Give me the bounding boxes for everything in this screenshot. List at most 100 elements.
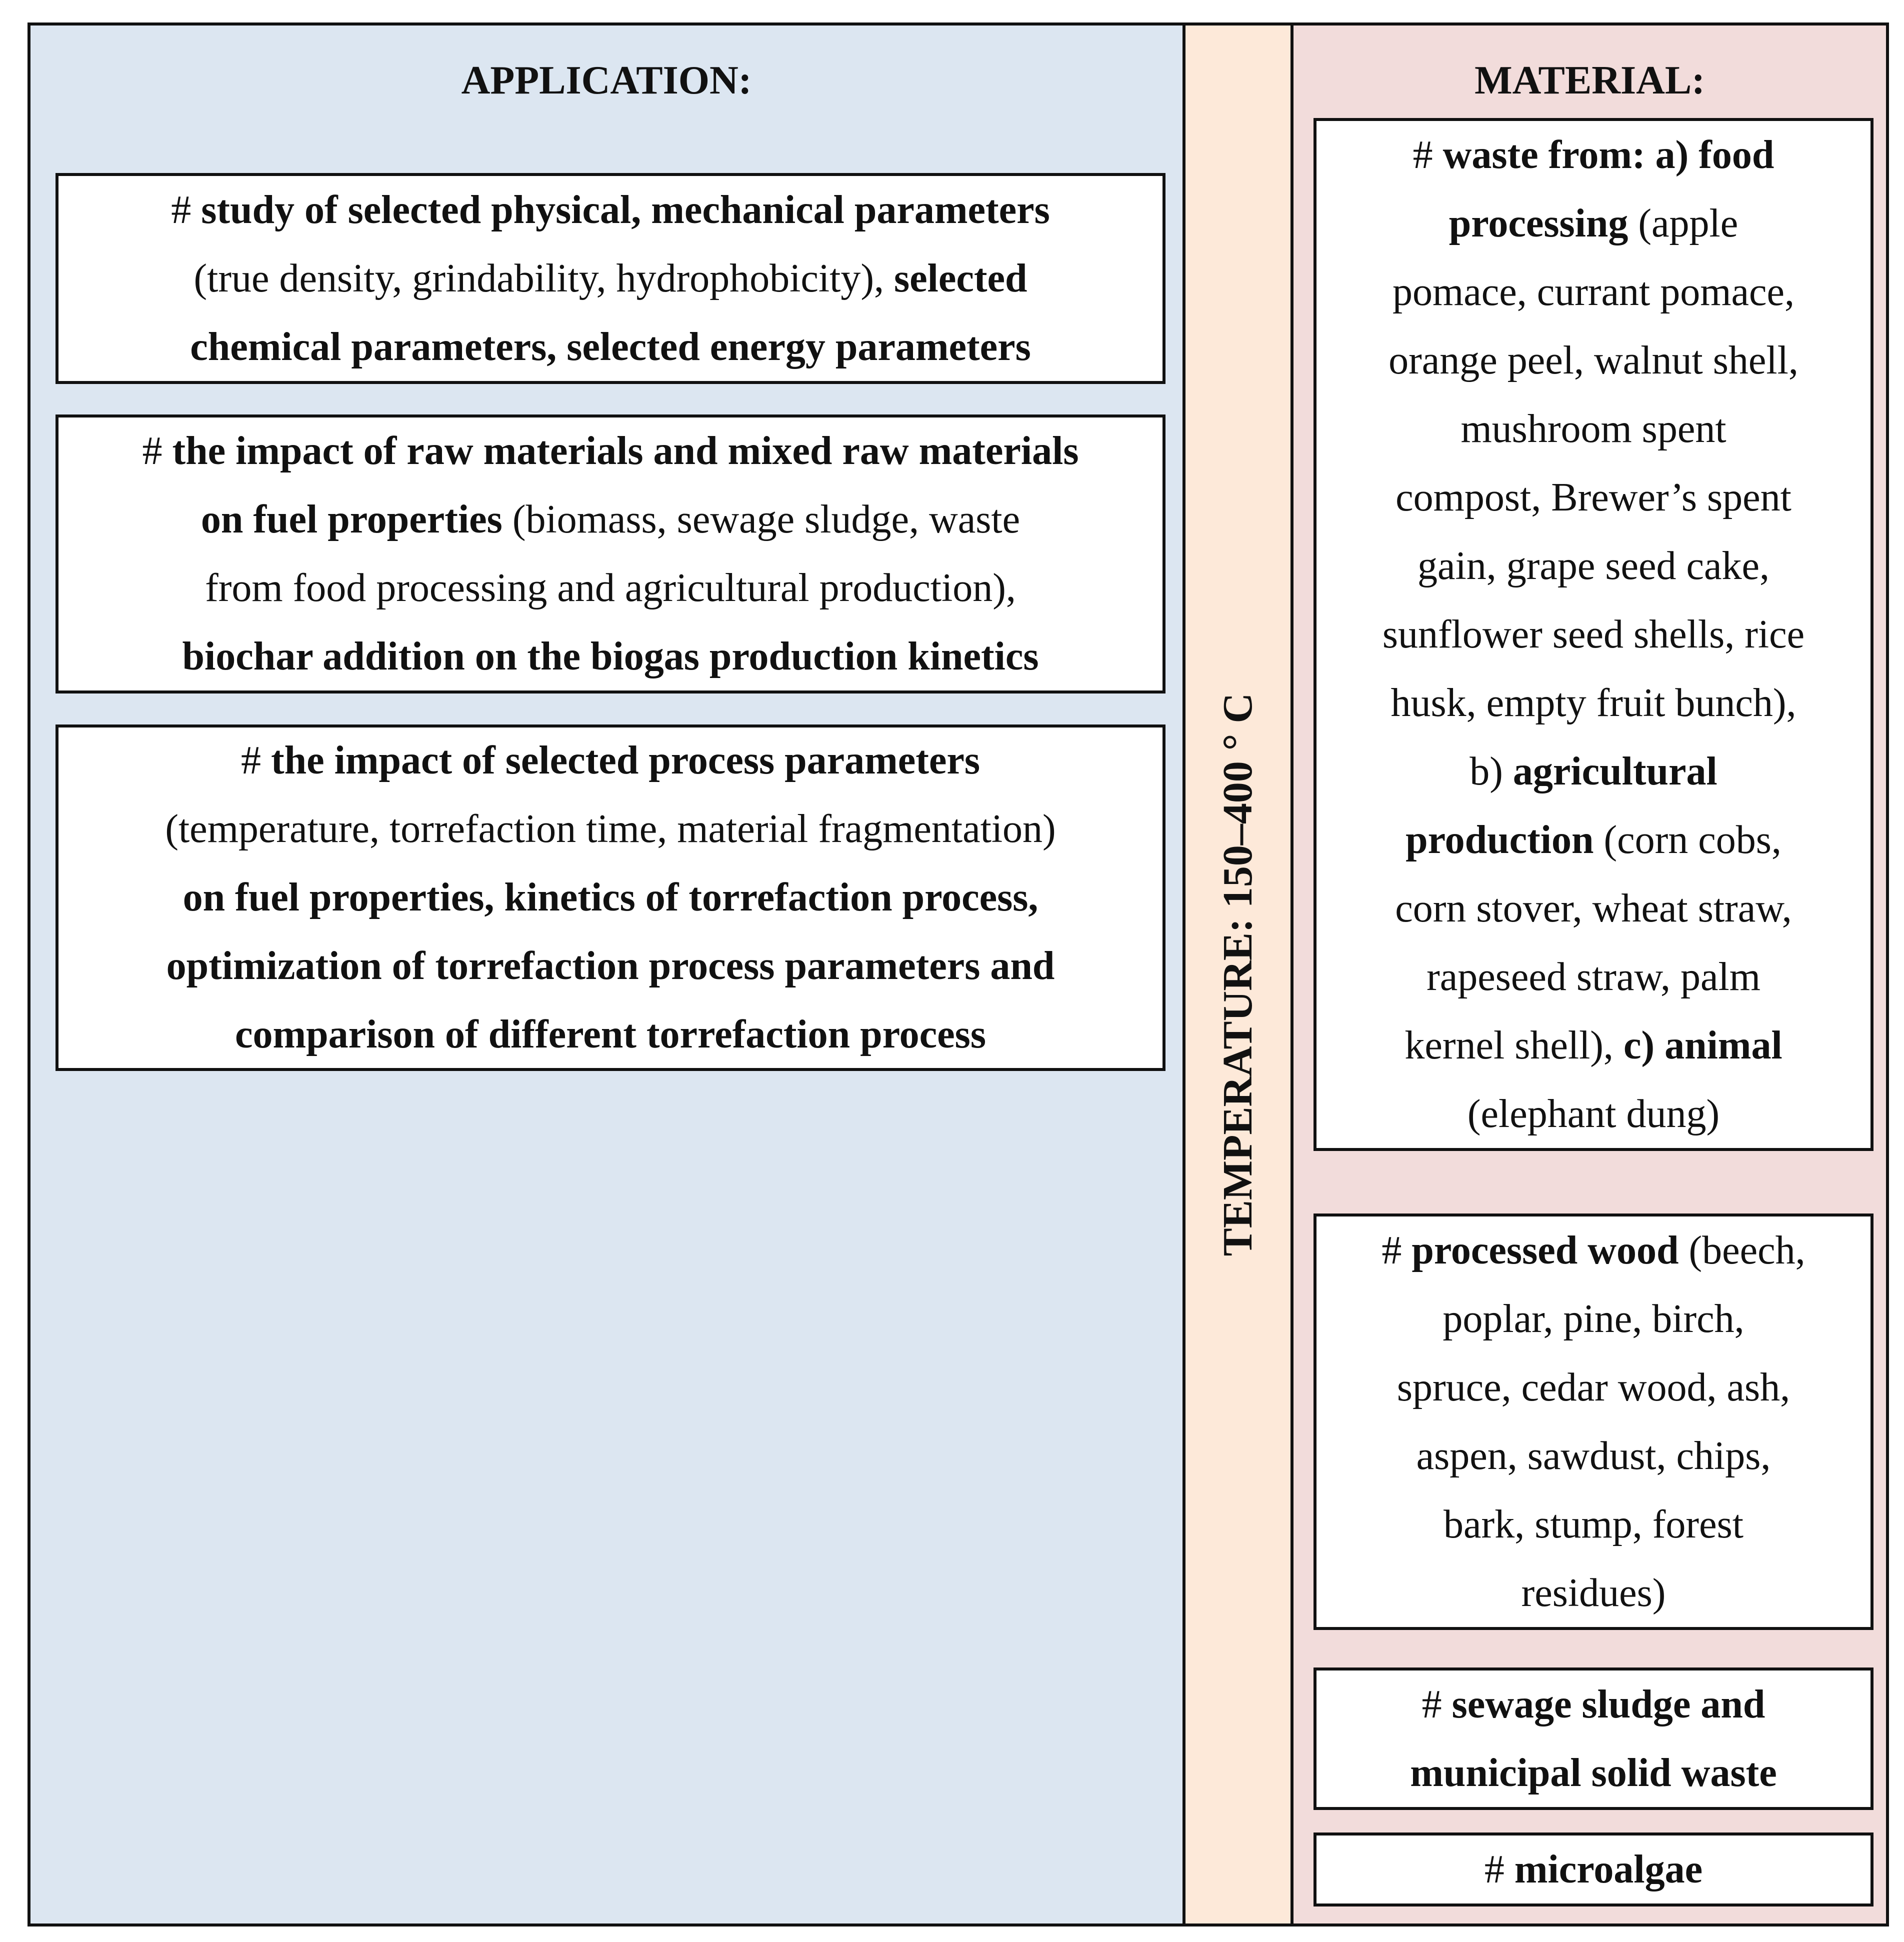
material-box: # processed wood (beech, poplar, pine, bi…	[1314, 1214, 1874, 1630]
text-run: bark, stump, forest	[1444, 1502, 1744, 1546]
text-run: from food processing and agricultural pr…	[205, 566, 1016, 610]
box-text-line: sunflower seed shells, rice	[1382, 600, 1804, 669]
box-text-line: # processed wood (beech,	[1382, 1216, 1805, 1285]
box-text-line: optimization of torrefaction process par…	[166, 932, 1055, 1000]
temperature-label: TEMPERATURE: 150–400 ° C	[1214, 692, 1261, 1256]
box-text-line: kernel shell), c) animal	[1404, 1012, 1782, 1080]
text-run: (corn cobs,	[1594, 818, 1782, 862]
box-text-line: chemical parameters, selected energy par…	[190, 313, 1031, 382]
text-run: #	[1382, 1228, 1412, 1272]
text-run: #	[240, 738, 271, 782]
text-run: sunflower seed shells, rice	[1382, 612, 1805, 656]
text-run: (biomass, sewage sludge, waste	[502, 498, 1020, 542]
application-box: # the impact of selected process paramet…	[56, 724, 1166, 1071]
text-run: kernel shell),	[1404, 1023, 1624, 1068]
application-heading: APPLICATION:	[461, 58, 752, 102]
box-text-line: # waste from: a) food	[1413, 121, 1774, 190]
application-box: # study of selected physical, mechanical…	[56, 173, 1166, 384]
text-run: residues)	[1521, 1570, 1666, 1615]
material-box: # microalgae	[1314, 1832, 1874, 1906]
box-text-line: production (corn cobs,	[1406, 806, 1782, 874]
box-text-line: rapeseed straw, palm	[1426, 943, 1760, 1012]
temperature-column: TEMPERATURE: 150–400 ° C	[1186, 26, 1294, 1924]
text-run: b)	[1470, 749, 1513, 794]
bold-text-run: selected	[894, 256, 1028, 300]
box-text-line: # study of selected physical, mechanical…	[171, 176, 1050, 244]
box-text-line: corn stover, wheat straw,	[1395, 874, 1792, 943]
box-text-line: spruce, cedar wood, ash,	[1397, 1354, 1790, 1422]
bold-text-run: agricultural	[1512, 749, 1718, 794]
box-text-line: comparison of different torrefaction pro…	[235, 1000, 986, 1069]
material-heading: MATERIAL:	[1474, 58, 1705, 102]
bold-text-run: waste from: a) food	[1442, 132, 1774, 177]
bold-text-run: the impact of raw materials and mixed ra…	[172, 429, 1079, 473]
text-run: (elephant dung)	[1467, 1092, 1720, 1136]
text-run: (true density, grindability, hydrophobic…	[194, 256, 894, 300]
box-text-line: residues)	[1522, 1559, 1666, 1628]
box-text-line: bark, stump, forest	[1444, 1490, 1744, 1559]
text-run: (apple	[1628, 201, 1738, 246]
box-text-line: gain, grape seed cake,	[1418, 532, 1770, 600]
diagram-frame: APPLICATION: # study of selected physica…	[28, 22, 1889, 1926]
text-run: pomace, currant pomace,	[1392, 270, 1795, 314]
text-run: #	[142, 429, 172, 473]
text-run: poplar, pine, birch,	[1442, 1296, 1744, 1341]
box-text-line: on fuel properties, kinetics of torrefac…	[183, 864, 1038, 932]
box-text-line: # microalgae	[1484, 1836, 1702, 1904]
bold-text-run: on fuel properties	[200, 498, 502, 542]
text-run: aspen, sawdust, chips,	[1416, 1434, 1771, 1478]
bold-text-run: on fuel properties, kinetics of torrefac…	[182, 876, 1038, 920]
bold-text-run: comparison of different torrefaction pro…	[235, 1012, 986, 1056]
bold-text-run: microalgae	[1514, 1847, 1703, 1892]
box-text-line: pomace, currant pomace,	[1392, 258, 1794, 326]
box-text-line: (temperature, torrefaction time, materia…	[165, 795, 1056, 864]
box-text-line: processing (apple	[1449, 190, 1738, 258]
bold-text-run: municipal solid waste	[1410, 1750, 1777, 1795]
text-run: #	[1422, 1682, 1452, 1726]
box-text-line: # the impact of raw materials and mixed …	[142, 417, 1079, 486]
box-text-line: on fuel properties (biomass, sewage slud…	[201, 486, 1020, 554]
application-column: APPLICATION: # study of selected physica…	[30, 26, 1186, 1924]
box-text-line: (true density, grindability, hydrophobic…	[194, 244, 1028, 313]
box-text-line: from food processing and agricultural pr…	[205, 554, 1016, 622]
box-text-line: # the impact of selected process paramet…	[241, 726, 980, 795]
text-run: (beech,	[1678, 1228, 1806, 1272]
bold-text-run: sewage sludge and	[1452, 1682, 1766, 1726]
box-text-line: husk, empty fruit bunch),	[1391, 669, 1796, 738]
text-run: mushroom spent	[1460, 406, 1726, 451]
bold-text-run: production	[1406, 818, 1594, 862]
material-box: # sewage sludge and municipal solid waste	[1314, 1668, 1874, 1810]
text-run: compost, Brewer’s spent	[1396, 475, 1792, 520]
box-text-line: biochar addition on the biogas productio…	[182, 622, 1039, 691]
bold-text-run: optimization of torrefaction process par…	[166, 944, 1055, 988]
text-run: #	[171, 188, 202, 232]
bold-text-run: processing	[1448, 201, 1628, 246]
bold-text-run: c) animal	[1623, 1023, 1782, 1068]
text-run: (temperature, torrefaction time, materia…	[165, 807, 1056, 851]
box-text-line: (elephant dung)	[1468, 1080, 1720, 1148]
box-text-line: orange peel, walnut shell,	[1388, 326, 1798, 395]
bold-text-run: biochar addition on the biogas productio…	[182, 634, 1039, 678]
bold-text-run: the impact of selected process parameter…	[270, 738, 980, 782]
application-box: # the impact of raw materials and mixed …	[56, 414, 1166, 694]
text-run: spruce, cedar wood, ash,	[1396, 1365, 1790, 1410]
text-run: #	[1412, 132, 1443, 177]
text-run: rapeseed straw, palm	[1426, 954, 1760, 999]
box-text-line: aspen, sawdust, chips,	[1416, 1422, 1771, 1490]
text-run: corn stover, wheat straw,	[1395, 886, 1792, 930]
bold-text-run: processed wood	[1412, 1228, 1679, 1272]
box-text-line: compost, Brewer’s spent	[1396, 464, 1792, 532]
text-run: gain, grape seed cake,	[1417, 544, 1770, 588]
box-text-line: mushroom spent	[1460, 395, 1726, 464]
box-text-line: municipal solid waste	[1410, 1739, 1776, 1808]
bold-text-run: chemical parameters, selected energy par…	[190, 324, 1031, 369]
text-run: #	[1484, 1847, 1514, 1892]
text-run: orange peel, walnut shell,	[1388, 338, 1798, 382]
text-run: husk, empty fruit bunch),	[1390, 680, 1796, 725]
box-text-line: b) agricultural	[1470, 738, 1717, 806]
box-text-line: poplar, pine, birch,	[1442, 1285, 1744, 1354]
box-text-line: # sewage sludge and	[1422, 1670, 1766, 1739]
bold-text-run: study of selected physical, mechanical p…	[201, 188, 1050, 232]
